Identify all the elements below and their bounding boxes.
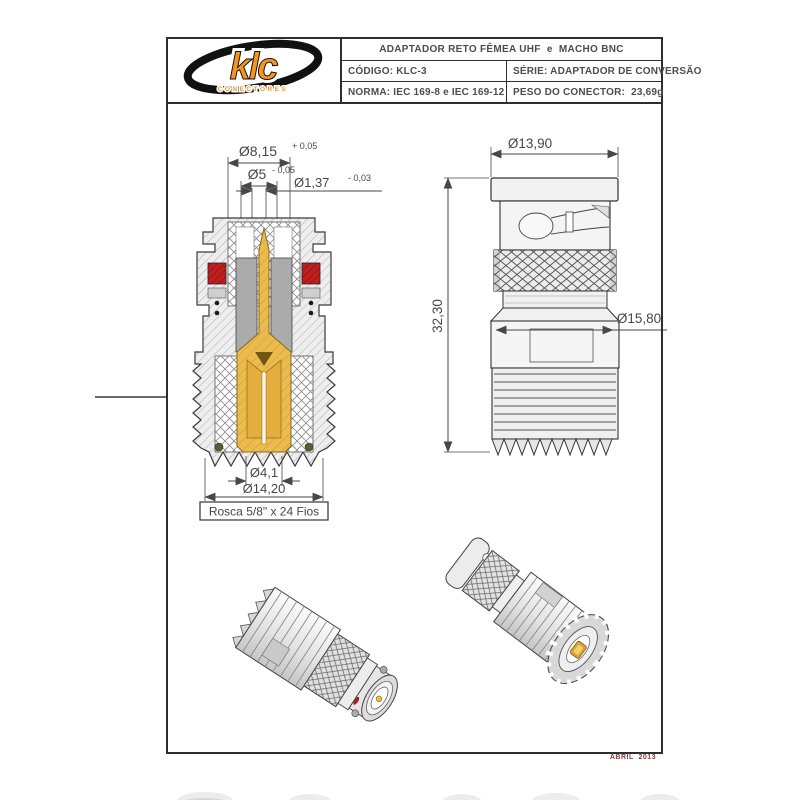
seal-glimpse [353, 696, 360, 705]
socket-notch [255, 352, 273, 366]
title-block-fields: ADAPTADOR RETO FÊMEA UHF e MACHO BNC CÓD… [342, 39, 701, 102]
thread-lines [494, 373, 616, 431]
knurl2-3d-pattern [462, 550, 520, 611]
revision-date: ABRIL 2013 [609, 754, 657, 761]
row-codigo-serie: CÓDIGO: KLC-3 SÉRIE: ADAPTADOR DE CONVER… [342, 61, 701, 82]
knurl-pattern [494, 250, 616, 291]
screw-dot [308, 300, 314, 306]
field-codigo: CÓDIGO: KLC-3 [342, 61, 507, 81]
dim-tol-d815: + 0,05 [292, 141, 317, 151]
body-flat-3d [261, 637, 291, 667]
document-title: ADAPTADOR RETO FÊMEA UHF e MACHO BNC [342, 39, 661, 61]
bayonet-ramp [590, 204, 610, 219]
bayonet-pin-bottom [351, 709, 360, 718]
dim-label-d5: Ø5 [248, 166, 267, 182]
dim-label-d137: Ø1,37 [294, 175, 329, 190]
thread-note-label: Rosca 5/8" x 24 Fios [209, 505, 319, 519]
bottom-thumbnail-edges [177, 792, 680, 800]
field-peso: PESO DO CONECTOR: 23,69g [513, 86, 664, 98]
seal-red-left [207, 262, 227, 285]
bnc-cap-3d [445, 537, 490, 589]
body-flat2-3d [534, 582, 563, 608]
render-bnc-end [232, 586, 398, 722]
bayonet-slot [518, 212, 554, 240]
screw-dot [308, 310, 314, 316]
dim-tol-d137: - 0,03 [348, 173, 371, 183]
seal-red-right [301, 262, 321, 285]
washer-right [301, 287, 321, 299]
dim-tol-d5: - 0,05 [272, 165, 295, 175]
dim-label-d1390: Ø13,90 [508, 136, 552, 151]
cross-section-view: Ø8,15 + 0,05 Ø5 - 0,05 Ø1,37 - 0,03 Ø4,1… [192, 141, 382, 521]
serrated-edge [491, 437, 616, 457]
socket-slot [261, 371, 267, 445]
bayonet-pin-top [379, 665, 388, 674]
dim-label-h3230: 32,30 [430, 299, 445, 333]
title-block: klc klc CONECTORES ADAPTADOR RETO FÊMEA … [168, 39, 701, 104]
center-pin-3d [375, 695, 383, 703]
field-serie: SÉRIE: ADAPTADOR DE CONVERSÃO [513, 65, 702, 77]
uhf-socket-gold-inner [573, 644, 583, 655]
side-view: Ø13,90 32,30 Ø15,80 [430, 136, 667, 457]
gasket-left [214, 442, 224, 452]
bnc-coupling-body [499, 200, 611, 251]
screw-dot [214, 310, 220, 316]
logo-swoosh [183, 39, 323, 95]
dim-label-d41: Ø4,1 [250, 465, 278, 480]
field-norma: NORMA: IEC 169-8 e IEC 169-12 [342, 82, 507, 102]
uhf-gear-teeth [544, 611, 612, 687]
sheet-frame: klc klc CONECTORES ADAPTADOR RETO FÊMEA … [166, 37, 701, 754]
knurl-3d-pattern [303, 633, 370, 707]
dim-label-d815: Ø8,15 [239, 143, 277, 159]
thread-note-box [199, 501, 329, 521]
uhf-serration-3d [232, 588, 275, 649]
bayonet-slot-lower [550, 226, 610, 235]
washer-left [207, 287, 227, 299]
dim-label-d1420: Ø14,20 [243, 481, 286, 496]
screw-dot [214, 300, 220, 306]
logo-tagline: CONECTORES [218, 86, 289, 93]
bayonet-detent [565, 211, 574, 233]
logo-cell: klc klc CONECTORES [168, 39, 342, 102]
dim-label-d1580: Ø15,80 [617, 311, 661, 326]
logo-brand-text: klc [230, 46, 279, 88]
row-norma-peso: NORMA: IEC 169-8 e IEC 169-12 PESO DO CO… [342, 82, 664, 102]
klc-logo: klc klc CONECTORES [183, 39, 323, 95]
render-uhf-end [445, 537, 612, 687]
logo-brand-text-front: klc [230, 46, 279, 88]
gasket-right [304, 442, 314, 452]
